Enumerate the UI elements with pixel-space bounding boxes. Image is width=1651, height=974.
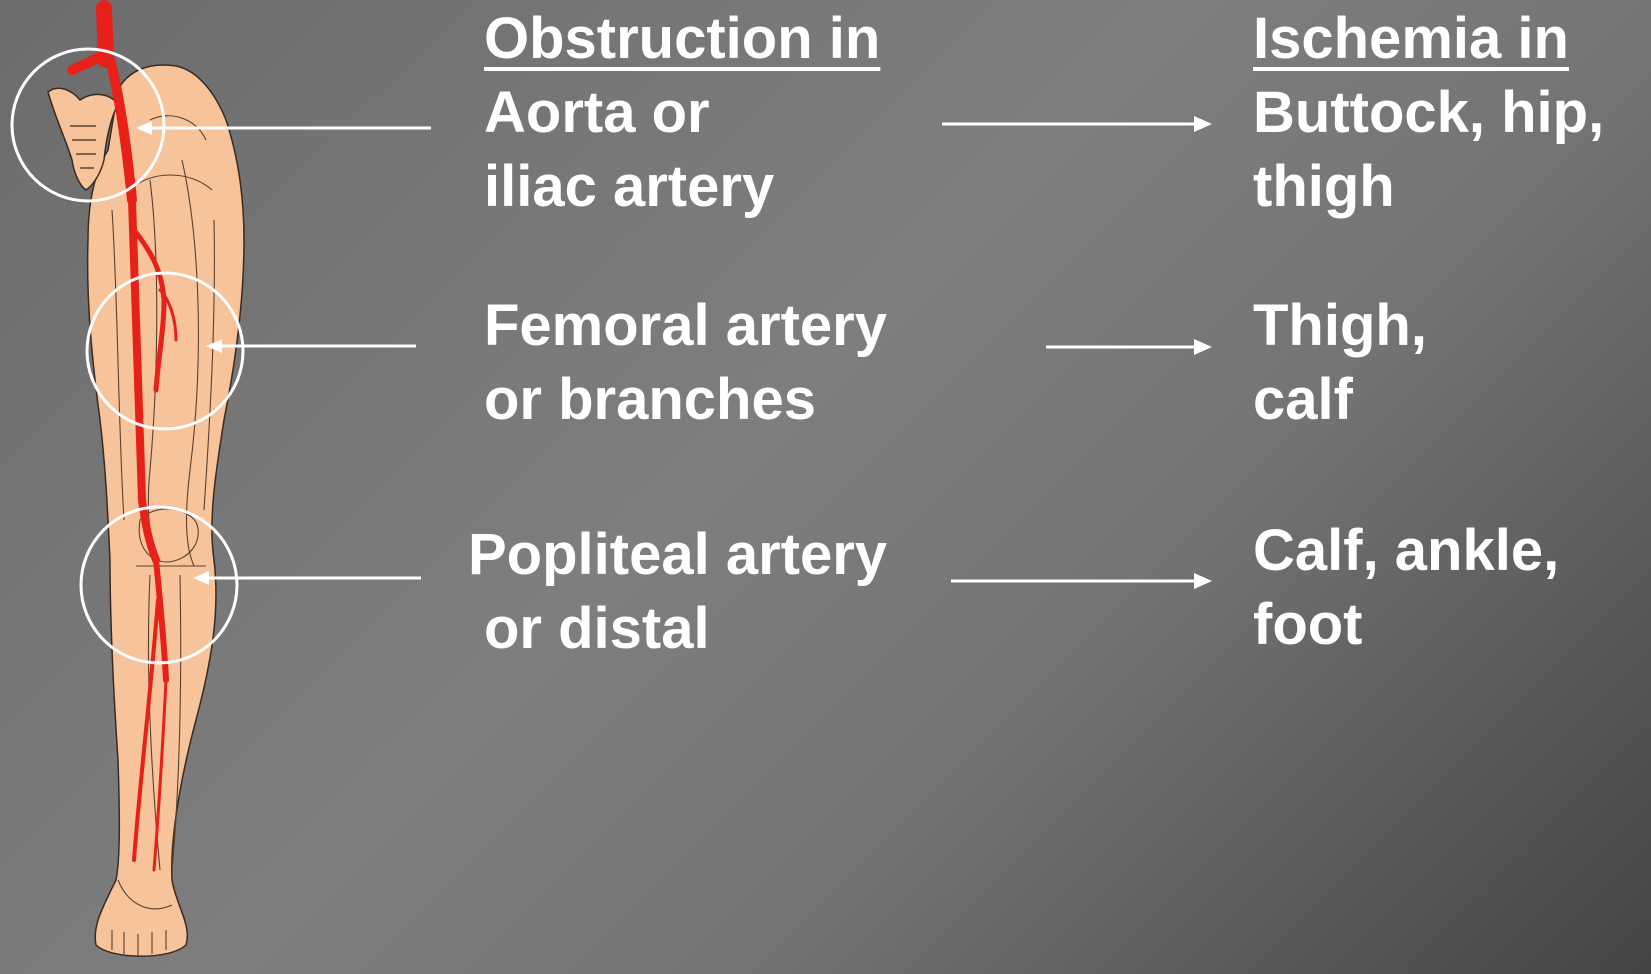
obstruction-site-line: Popliteal artery [468,518,887,592]
arrowhead-right-icon [1194,573,1212,589]
ischemia-area-buttock-hip-thigh: Buttock, hip, thigh [1253,76,1604,224]
ischemia-area-calf-ankle-foot: Calf, ankle, foot [1253,514,1559,662]
ischemia-area-line: Thigh, [1253,289,1427,363]
obstruction-site-femoral: Femoral artery or branches [484,289,887,437]
ischemia-area-line: Calf, ankle, [1253,514,1559,588]
arrowhead-right-icon [1194,339,1212,355]
ischemia-area-line: Buttock, hip, [1253,76,1604,150]
ischemia-area-thigh-calf: Thigh, calf [1253,289,1427,437]
obstruction-site-popliteal: Popliteal artery or distal [468,518,887,666]
obstruction-site-aorta-iliac: Aorta or iliac artery [484,76,774,224]
obstruction-site-line: Femoral artery [484,289,887,363]
obstruction-site-line: iliac artery [484,150,774,224]
ischemia-area-line: thigh [1253,150,1604,224]
header-obstruction: Obstruction in [484,2,880,76]
obstruction-site-line: or distal [468,592,887,666]
obstruction-site-line: or branches [484,363,887,437]
obstruction-site-line: Aorta or [484,76,774,150]
ischemia-area-line: foot [1253,588,1559,662]
leg-anatomy-illustration [0,0,270,974]
header-ischemia: Ischemia in [1253,2,1569,76]
iliac-artery-left [72,55,102,70]
ischemia-area-line: calf [1253,363,1427,437]
arrowhead-right-icon [1194,116,1212,132]
